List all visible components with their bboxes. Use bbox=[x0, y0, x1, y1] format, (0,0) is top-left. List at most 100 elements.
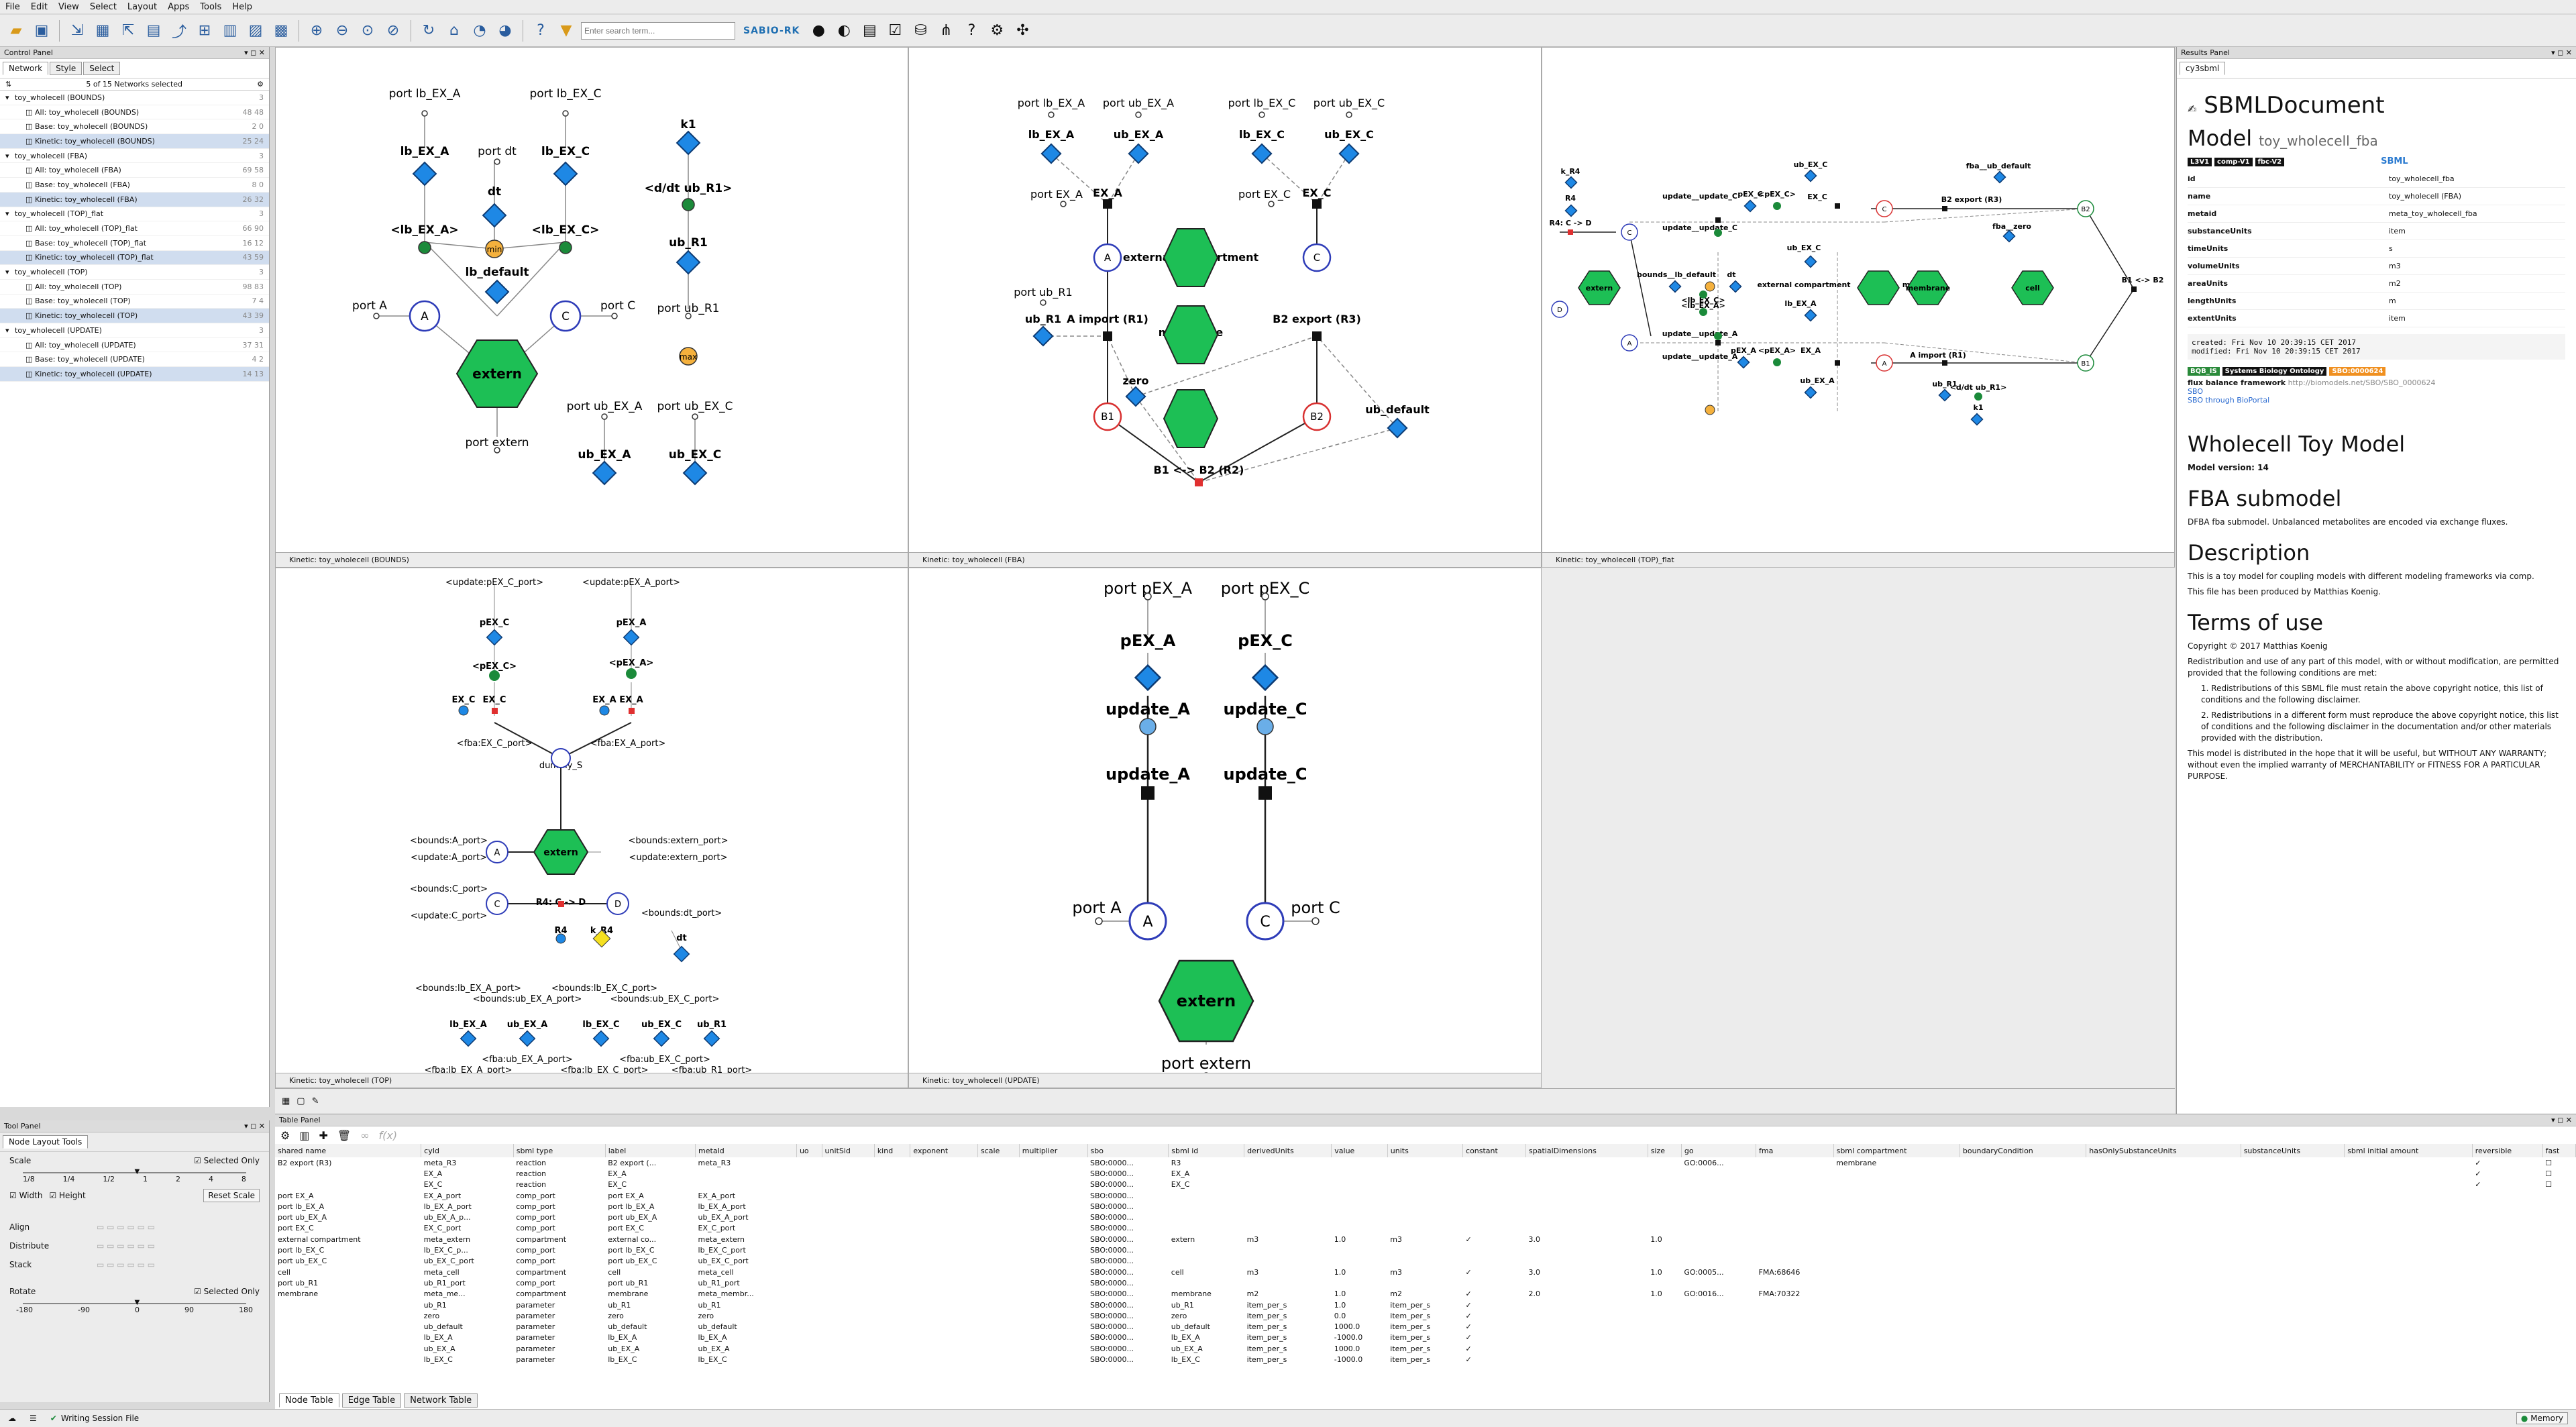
table-cell[interactable] bbox=[1019, 1354, 1087, 1365]
table-cell[interactable]: ub_R1_port bbox=[698, 1278, 740, 1287]
menu-file[interactable]: File bbox=[5, 1, 20, 12]
table-cell[interactable] bbox=[1756, 1310, 1834, 1321]
table-cell[interactable] bbox=[978, 1212, 1020, 1222]
table-cell[interactable]: extern bbox=[1171, 1234, 1195, 1244]
table-cell[interactable]: meta_cell bbox=[698, 1267, 734, 1277]
table-cell[interactable] bbox=[2472, 1277, 2542, 1288]
table-cell[interactable] bbox=[2086, 1157, 2241, 1168]
table-cell[interactable] bbox=[1681, 1212, 1756, 1222]
table-cell[interactable]: external co... bbox=[608, 1234, 657, 1244]
table-cell[interactable] bbox=[1756, 1212, 1834, 1222]
table-cell[interactable]: SBO:0000... bbox=[1090, 1257, 1134, 1266]
column-header[interactable]: label bbox=[605, 1144, 696, 1157]
table-cell[interactable]: m3 bbox=[1246, 1234, 1259, 1244]
table-cell[interactable] bbox=[1681, 1234, 1756, 1245]
table-cell[interactable]: port EX_C bbox=[278, 1224, 314, 1233]
table-cell[interactable] bbox=[2086, 1289, 2241, 1300]
table-cell[interactable] bbox=[1463, 1245, 1526, 1255]
table-cell[interactable] bbox=[822, 1212, 874, 1222]
table-cell[interactable] bbox=[910, 1190, 978, 1201]
table-cell[interactable] bbox=[1756, 1223, 1834, 1234]
column-header[interactable]: sbml initial amount bbox=[2344, 1144, 2473, 1157]
table-cell[interactable]: comp_port bbox=[516, 1202, 555, 1211]
table-cell[interactable] bbox=[1960, 1179, 2086, 1190]
table-cell[interactable]: ✓ bbox=[1465, 1311, 1472, 1320]
table-cell[interactable] bbox=[910, 1157, 978, 1168]
table-cell[interactable]: SBO:0000... bbox=[1090, 1333, 1134, 1342]
table-cell[interactable] bbox=[2542, 1332, 2575, 1343]
top-graph[interactable]: <update:pEX_C_port><update:pEX_A_port> p… bbox=[276, 568, 908, 1075]
table-cell[interactable]: membrane bbox=[1836, 1158, 1877, 1167]
table-cell[interactable] bbox=[874, 1179, 910, 1190]
menu-apps[interactable]: Apps bbox=[168, 1, 190, 12]
table-cell[interactable]: item_per_s bbox=[1390, 1344, 1431, 1353]
tab-cy3sbml[interactable]: cy3sbml bbox=[2180, 62, 2226, 75]
table-cell[interactable] bbox=[1960, 1234, 2086, 1245]
grid-alt-icon[interactable]: ▨ bbox=[248, 22, 263, 39]
table-cell[interactable] bbox=[2472, 1310, 2542, 1321]
table-cell[interactable]: SBO:0000... bbox=[1090, 1355, 1134, 1364]
reset-scale-button[interactable]: Reset Scale bbox=[203, 1189, 260, 1202]
table-cell[interactable]: EX_A bbox=[423, 1169, 443, 1178]
table-cell[interactable] bbox=[796, 1190, 822, 1201]
stack-buttons[interactable]: ▭ ▭ ▭ ▭ ▭ ▭ bbox=[97, 1260, 156, 1269]
half-circle-icon[interactable]: ◐ bbox=[837, 22, 851, 39]
table-cell[interactable]: m2 bbox=[1246, 1289, 1259, 1299]
table-cell[interactable] bbox=[2542, 1289, 2575, 1300]
height-checkbox[interactable]: ☑ Height bbox=[49, 1191, 86, 1200]
network-item[interactable]: ◫Base: toy_wholecell (UPDATE)4 2 bbox=[0, 352, 269, 368]
zoom-fit-icon[interactable]: ⊙ bbox=[361, 22, 374, 39]
table-cell[interactable] bbox=[2542, 1245, 2575, 1255]
gear-icon[interactable]: ⚙ bbox=[257, 80, 264, 89]
table-cell[interactable]: membrane bbox=[278, 1289, 319, 1299]
table-cell[interactable]: ub_R1 bbox=[608, 1300, 631, 1310]
table-cell[interactable] bbox=[1960, 1321, 2086, 1332]
table-cell[interactable] bbox=[2345, 1354, 2473, 1365]
table-cell[interactable]: lb_EX_C bbox=[608, 1355, 637, 1364]
table-cell[interactable] bbox=[978, 1354, 1020, 1365]
table-cell[interactable]: ub_EX_A_p... bbox=[423, 1213, 471, 1222]
table-cell[interactable] bbox=[1648, 1223, 1681, 1234]
table-cell[interactable] bbox=[2086, 1168, 2241, 1179]
table-cell[interactable] bbox=[1387, 1256, 1462, 1267]
table-cell[interactable] bbox=[2542, 1256, 2575, 1267]
table-cell[interactable] bbox=[1019, 1332, 1087, 1343]
grid-view-icon[interactable]: ▦ bbox=[282, 1096, 290, 1106]
table-cell[interactable] bbox=[2345, 1267, 2473, 1277]
table-cell[interactable] bbox=[1387, 1245, 1462, 1255]
import-network-icon[interactable]: ⇲ bbox=[70, 22, 84, 39]
table-cell[interactable]: comp_port bbox=[516, 1278, 555, 1287]
table-cell[interactable]: meta_cell bbox=[423, 1267, 460, 1277]
table-cell[interactable] bbox=[2241, 1354, 2344, 1365]
table-cell[interactable] bbox=[874, 1256, 910, 1267]
function-icon[interactable]: f(x) bbox=[378, 1128, 398, 1142]
table-cell[interactable]: external compartment bbox=[278, 1234, 361, 1244]
network-item[interactable]: ◫All: toy_wholecell (BOUNDS)48 48 bbox=[0, 105, 269, 120]
table-cell[interactable] bbox=[1833, 1234, 1960, 1245]
table-cell[interactable] bbox=[796, 1310, 822, 1321]
panel-close-icon[interactable]: ▾ ◻ ✕ bbox=[244, 1122, 265, 1130]
distribute-buttons[interactable]: ▭ ▭ ▭ ▭ ▭ ▭ bbox=[97, 1241, 156, 1251]
column-header[interactable]: spatialDimensions bbox=[1525, 1144, 1648, 1157]
table-cell[interactable]: SBO:0000... bbox=[1090, 1344, 1134, 1353]
search-input[interactable] bbox=[581, 21, 735, 40]
table-cell[interactable]: port ub_EX_A bbox=[608, 1213, 657, 1222]
table-cell[interactable]: parameter bbox=[516, 1355, 555, 1364]
table-cell[interactable] bbox=[1526, 1212, 1648, 1222]
table-cell[interactable]: EX_A bbox=[1171, 1169, 1190, 1178]
table-cell[interactable] bbox=[796, 1321, 822, 1332]
table-cell[interactable] bbox=[1648, 1179, 1681, 1190]
table-cell[interactable]: SBO:0000... bbox=[1090, 1158, 1134, 1167]
table-cell[interactable] bbox=[1526, 1168, 1648, 1179]
table-cell[interactable] bbox=[1019, 1343, 1087, 1354]
menu-view[interactable]: View bbox=[58, 1, 79, 12]
table-cell[interactable] bbox=[1169, 1223, 1244, 1234]
table-cell[interactable] bbox=[1169, 1212, 1244, 1222]
single-view-icon[interactable]: ▢ bbox=[297, 1096, 305, 1106]
table-cell[interactable]: port lb_EX_C bbox=[608, 1246, 655, 1255]
table-cell[interactable]: item_per_s bbox=[1246, 1355, 1287, 1364]
table-cell[interactable] bbox=[978, 1201, 1020, 1212]
table-cell[interactable] bbox=[1169, 1245, 1244, 1255]
